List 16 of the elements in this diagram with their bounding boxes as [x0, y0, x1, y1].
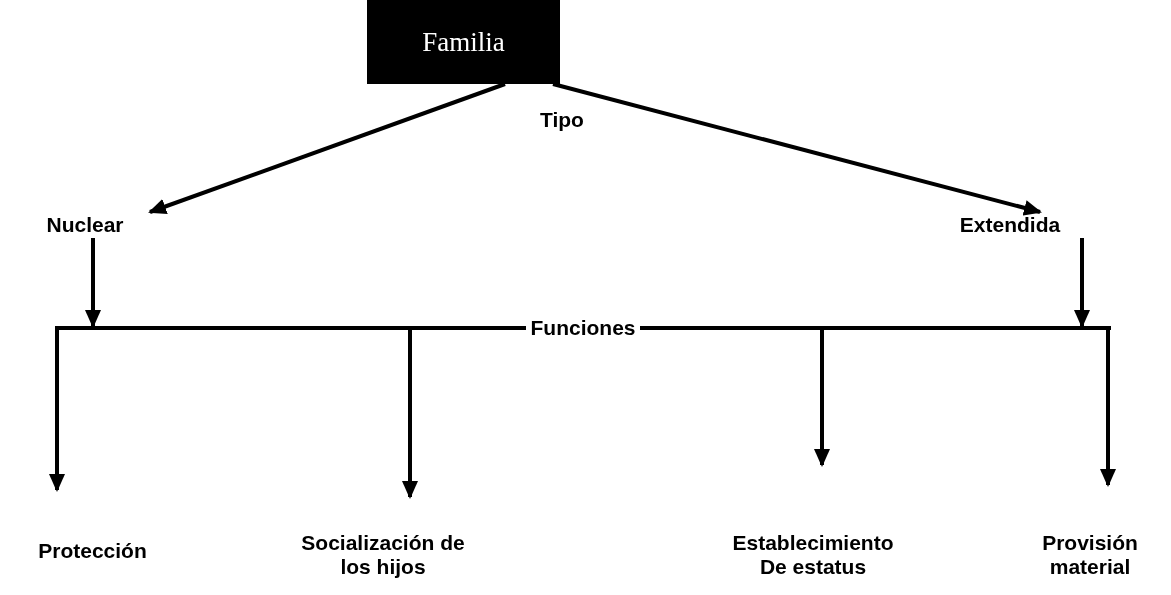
node-label: Protección [38, 539, 147, 563]
arrow [148, 82, 506, 215]
arrow [402, 328, 418, 499]
node-label: Socialización de los hijos [300, 531, 466, 579]
arrow [814, 328, 830, 467]
node-label: Nuclear [46, 213, 124, 237]
arrow [1100, 328, 1116, 487]
arrow [1074, 238, 1090, 328]
arrow [552, 82, 1042, 216]
arrow [49, 328, 65, 492]
node-label: Provisión material [1041, 531, 1139, 579]
arrow [85, 238, 101, 328]
title-box: Familia [367, 0, 560, 84]
node-label: Extendida [959, 213, 1061, 237]
node-label: Establecimiento De estatus [731, 531, 895, 579]
branch-label: Tipo [540, 108, 584, 132]
